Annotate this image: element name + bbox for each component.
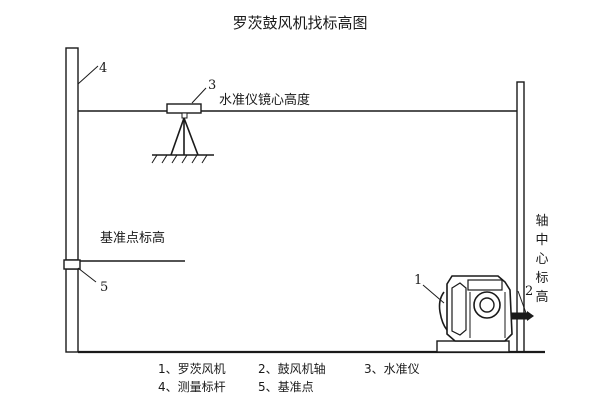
callout-3: 3 — [208, 78, 216, 93]
leader-3 — [191, 87, 207, 104]
shaft-end — [527, 311, 534, 321]
axis-label-char-4: 标 — [535, 271, 548, 286]
label-axis-center-elevation: 轴 中 心 标 高 — [535, 214, 548, 305]
legend: 1、罗茨风机 2、鼓风机轴 3、水准仪 4、测量标杆 5、基准点 — [158, 361, 420, 394]
leader-2 — [517, 290, 527, 314]
blower-inlet-core — [479, 297, 495, 313]
callout-1: 1 — [414, 273, 422, 288]
blower-base — [436, 340, 510, 353]
axis-label-char-3: 心 — [535, 252, 548, 267]
level-telescope — [166, 103, 202, 114]
leader-5 — [77, 267, 97, 283]
level-instrument — [151, 103, 214, 164]
benchmark-point — [63, 259, 81, 270]
tripod-leg-left — [170, 117, 185, 156]
legend-item-benchmark: 5、基准点 — [258, 380, 314, 394]
axis-label-char-5: 高 — [535, 289, 548, 305]
measuring-rod — [65, 47, 79, 353]
benchmark-block — [63, 259, 81, 270]
label-benchmark-elevation: 基准点标高 — [100, 230, 165, 246]
axis-label-char-1: 轴 — [535, 214, 548, 229]
callout-2: 2 — [525, 284, 533, 299]
blower-shaft — [511, 311, 534, 321]
shaft-body — [511, 312, 529, 320]
level-mount — [181, 112, 188, 119]
legend-item-shaft: 2、鼓风机轴 — [258, 361, 326, 376]
roots-blower — [436, 275, 513, 353]
tripod-ground-hatch — [151, 154, 208, 164]
diagram-title: 罗茨鼓风机找标高图 — [232, 14, 367, 32]
callout-5: 5 — [100, 280, 108, 295]
blower-top-flange — [467, 279, 503, 291]
measuring-rod-lower — [65, 268, 79, 353]
blower-end-plate — [451, 282, 467, 336]
leader-1 — [422, 284, 445, 304]
right-measuring-rod — [516, 81, 525, 353]
label-mirror-height: 水准仪镜心高度 — [219, 92, 310, 108]
measuring-rod-upper — [65, 47, 79, 261]
callout-4: 4 — [99, 61, 107, 76]
legend-item-level: 3、水准仪 — [364, 362, 420, 376]
leader-4 — [77, 65, 99, 85]
legend-item-rod: 4、测量标杆 — [158, 380, 226, 394]
tripod-leg-right — [183, 117, 199, 156]
blower-side-cover — [438, 291, 448, 331]
axis-label-char-2: 中 — [535, 233, 548, 248]
legend-item-blower: 1、罗茨风机 — [158, 362, 226, 376]
